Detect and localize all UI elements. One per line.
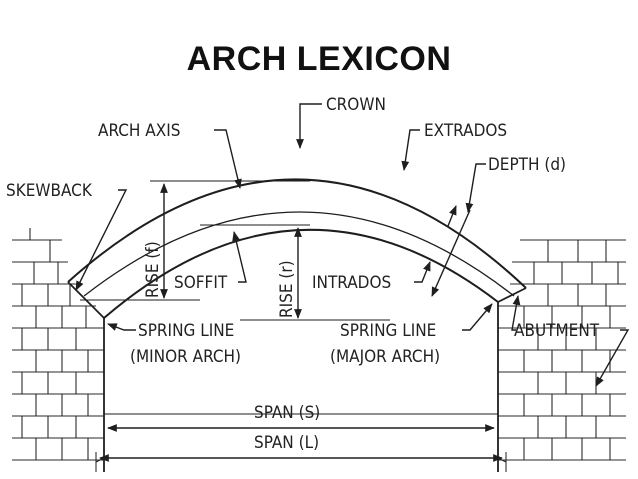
- label-rise-f: RISE (f): [143, 241, 163, 298]
- label-spring-line-major-1: SPRING LINE: [340, 321, 436, 341]
- span-arrows: [99, 424, 503, 462]
- label-soffit: SOFFIT: [174, 273, 228, 293]
- label-crown: CROWN: [326, 95, 386, 115]
- rise-arrows: [160, 183, 302, 319]
- label-intrados: INTRADOS: [312, 273, 391, 293]
- arch-axis-curve: [83, 211, 515, 297]
- label-span-l: SPAN (L): [254, 433, 319, 453]
- label-spring-line-minor-1: SPRING LINE: [138, 321, 234, 341]
- left-abutment-brickwork: [12, 228, 104, 461]
- label-extrados: EXTRADOS: [424, 121, 507, 141]
- leader-lines: [75, 103, 630, 387]
- arch-ring: [67, 178, 527, 319]
- label-skewback: SKEWBACK: [6, 181, 93, 201]
- intrados-curve: [103, 228, 499, 319]
- label-depth: DEPTH (d): [488, 155, 566, 175]
- label-arch-axis: ARCH AXIS: [98, 121, 180, 141]
- extrados-curve: [67, 178, 527, 289]
- label-abutment: ABUTMENT: [514, 321, 600, 341]
- right-abutment-brickwork: [498, 239, 626, 461]
- labels: CROWN ARCH AXIS EXTRADOS DEPTH (d) SKEWB…: [6, 95, 600, 453]
- label-spring-line-minor-2: (MINOR ARCH): [130, 347, 241, 367]
- page-title: ARCH LEXICON: [186, 40, 452, 78]
- label-spring-line-major-2: (MAJOR ARCH): [330, 347, 440, 367]
- label-rise-r: RISE (r): [277, 260, 297, 318]
- label-span-s: SPAN (S): [254, 403, 320, 423]
